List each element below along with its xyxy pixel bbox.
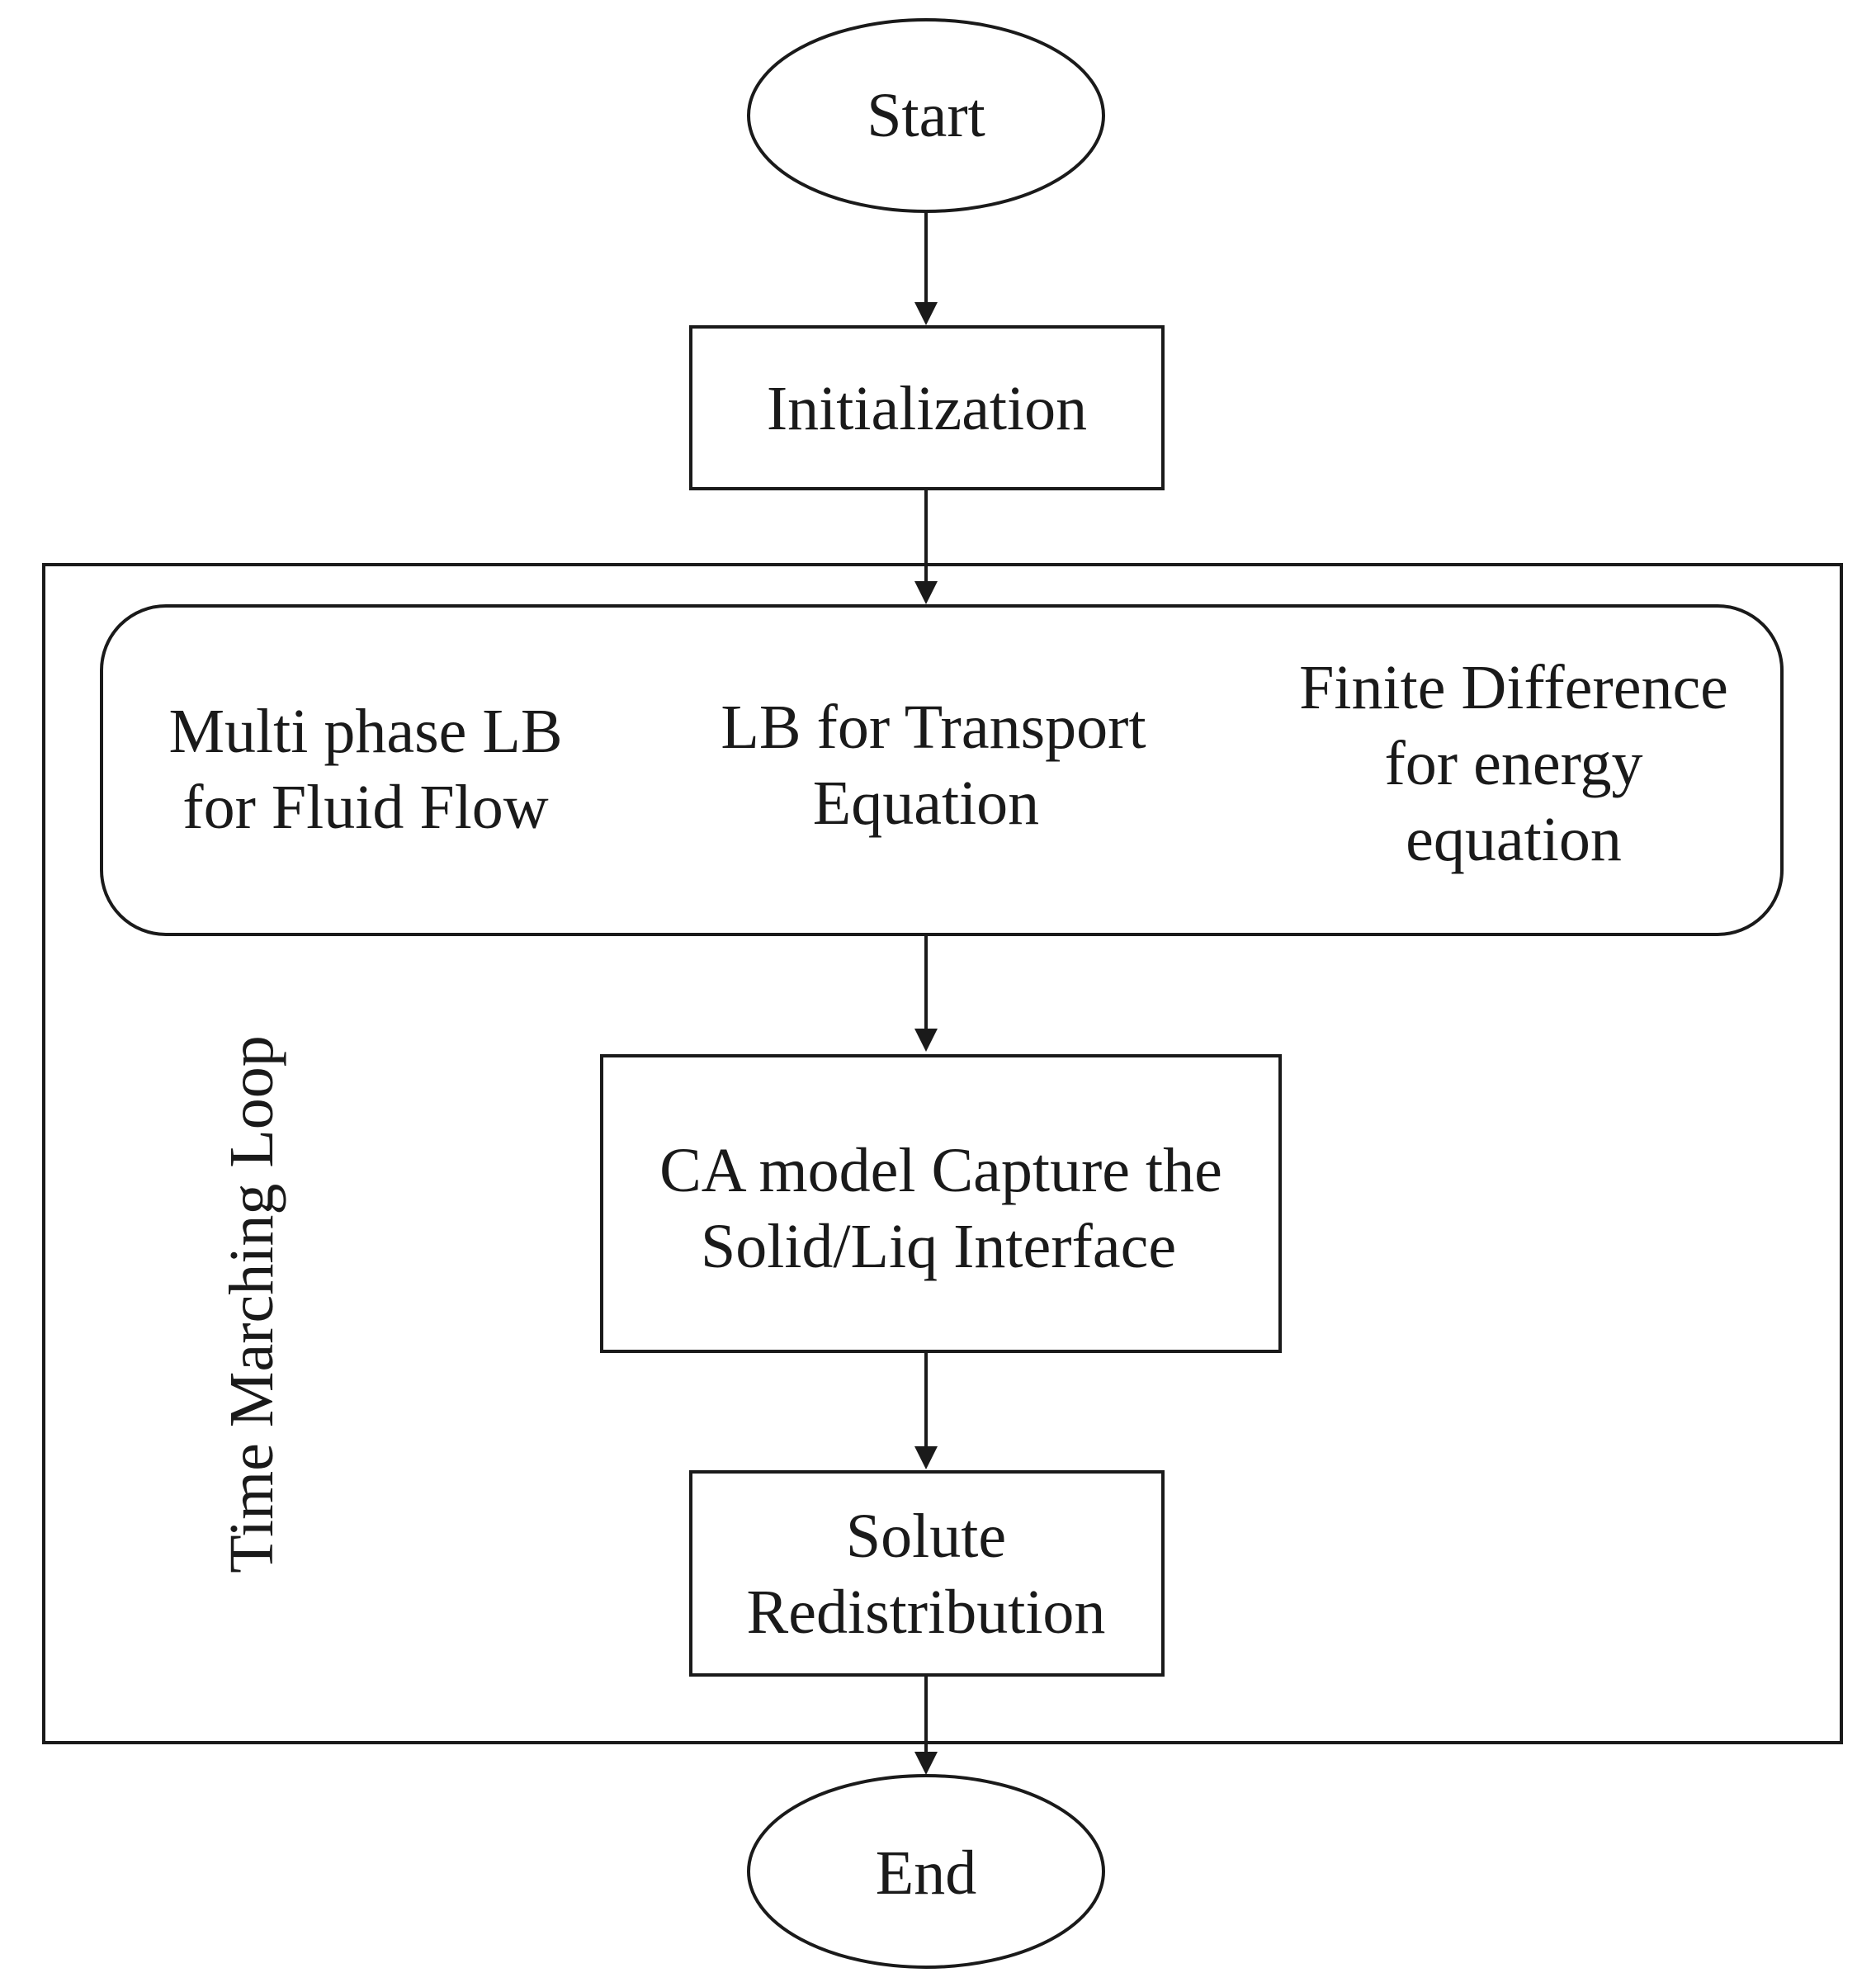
end-label: End: [876, 1838, 976, 1908]
arrowhead-start-to-init: [914, 302, 938, 325]
initialization-label: Initialization: [767, 374, 1087, 443]
arrowhead-solvers-to-ca: [914, 1029, 938, 1052]
solute-line-2: Redistribution: [747, 1578, 1106, 1647]
transport-lb-line-2: Equation: [813, 769, 1039, 838]
finite-difference-line-1: Finite Difference: [1299, 653, 1728, 722]
end-node: [747, 1774, 1105, 1969]
multiphase-lb-line-2: for Fluid Flow: [182, 773, 548, 842]
finite-difference-line-2: for energy: [1384, 729, 1642, 798]
transport-lb-node: LB for Transport Equation: [721, 693, 1146, 838]
time-marching-loop-frame: [42, 563, 1843, 1744]
time-marching-loop-label: Time Marching Loop: [217, 1035, 286, 1573]
arrowhead-init-to-solvers: [914, 581, 938, 604]
ca-model-line-1: CA model Capture the: [659, 1136, 1222, 1205]
solver-group: [100, 604, 1784, 936]
start-label: Start: [867, 81, 985, 150]
multiphase-lb-node: Multi phase LB for Fluid Flow: [168, 697, 562, 842]
arrowhead-solute-to-end: [914, 1752, 938, 1775]
finite-difference-node: Finite Difference for energy equation: [1299, 653, 1728, 874]
arrowhead-ca-to-solute: [914, 1446, 938, 1469]
ca-model-node: [600, 1054, 1282, 1353]
transport-lb-line-1: LB for Transport: [721, 693, 1146, 762]
solute-redistribution-node: [689, 1470, 1165, 1677]
ca-model-line-2: Solid/Liq Interface: [701, 1212, 1176, 1281]
multiphase-lb-line-1: Multi phase LB: [168, 697, 562, 766]
initialization-node: [689, 325, 1165, 490]
finite-difference-line-3: equation: [1406, 805, 1622, 874]
solute-line-1: Solute: [846, 1502, 1006, 1571]
